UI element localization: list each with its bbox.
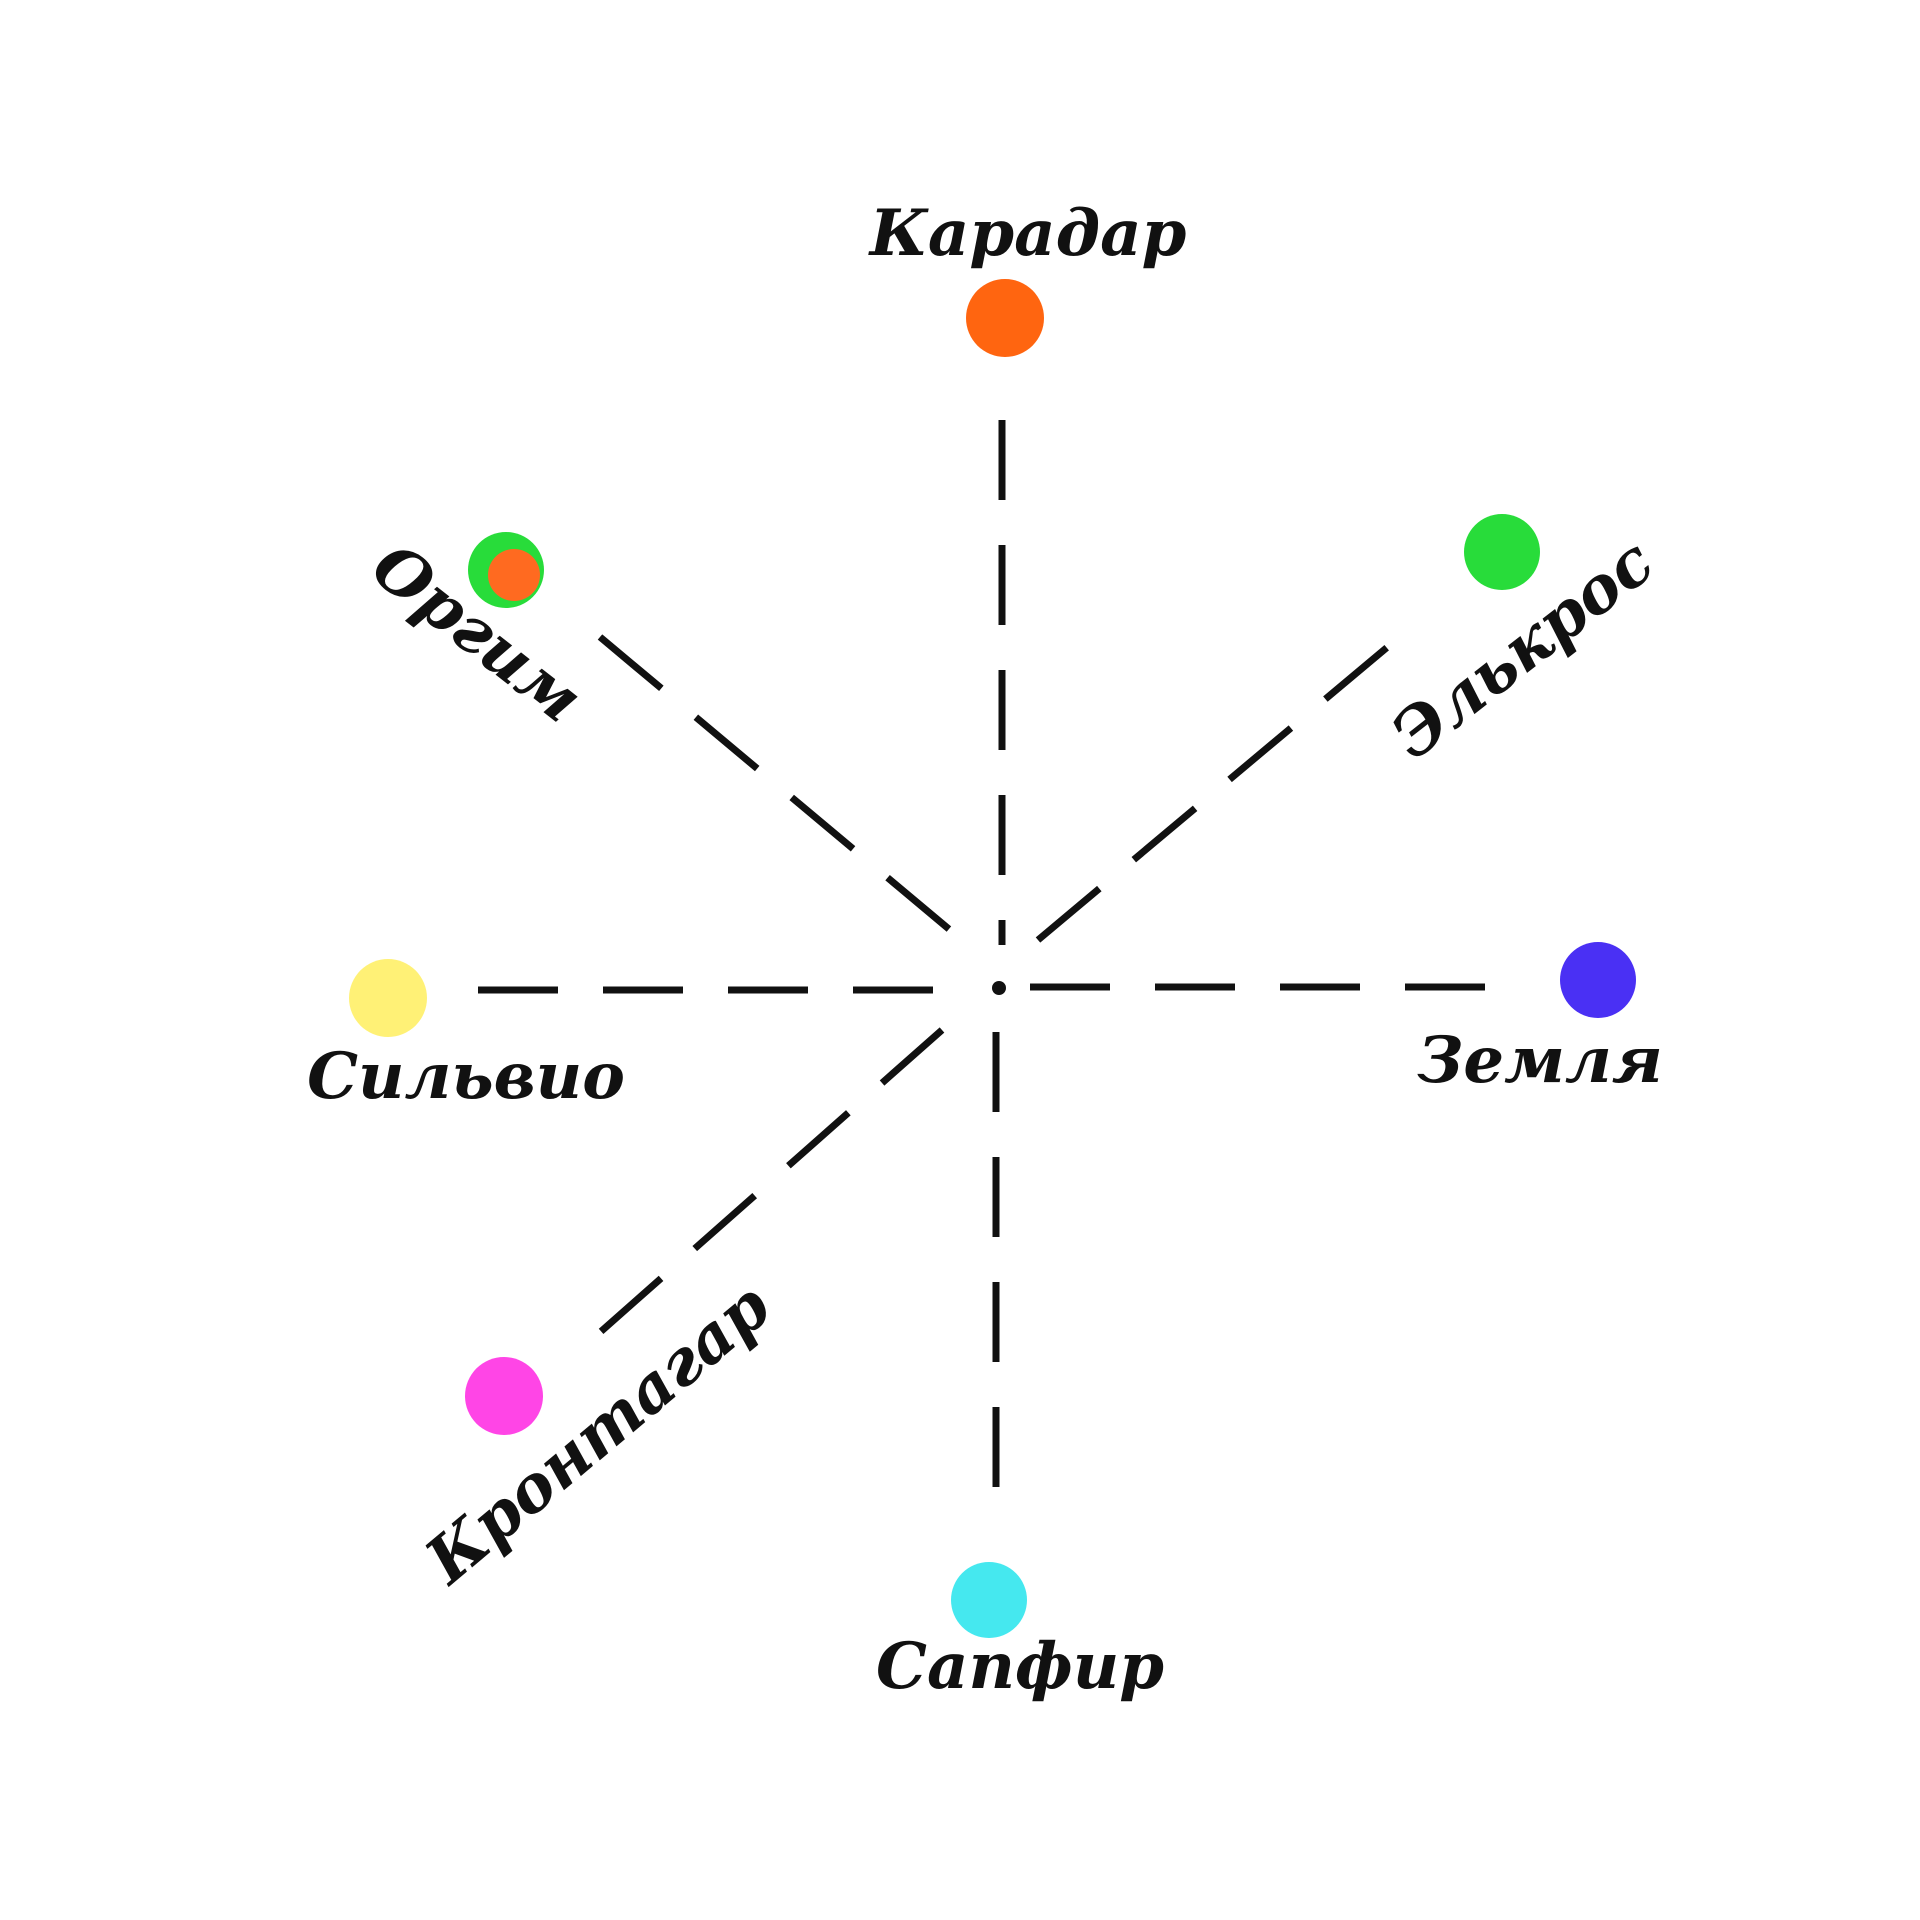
krontagar-dot (465, 1357, 543, 1435)
axis-elkros (1035, 621, 1418, 943)
zemlya-label: Земля (1417, 1023, 1663, 1098)
zemlya-dot (1560, 942, 1636, 1018)
krontagar-label: Кронтагар (410, 1269, 784, 1600)
center-dot (992, 981, 1006, 995)
karadar-label: Карадар (868, 196, 1187, 271)
axis-krontagar (577, 1027, 945, 1353)
silvio-dot (349, 959, 427, 1037)
axis-orgim (597, 634, 971, 948)
silvio-label: Сильвио (307, 1039, 625, 1114)
node-orgim: Оргим (358, 528, 596, 737)
karadar-dot (966, 279, 1044, 357)
node-krontagar: Кронтагар (410, 1269, 784, 1600)
node-karadar: Карадар (868, 196, 1187, 357)
node-sapfir: Сапфир (876, 1562, 1164, 1704)
elkros-dot (1464, 514, 1540, 590)
node-silvio: Сильвио (307, 959, 625, 1114)
sapfir-label: Сапфир (876, 1629, 1164, 1704)
node-zemlya: Земля (1417, 942, 1663, 1098)
axes (478, 420, 1512, 1512)
node-elkros: Элькрос (1378, 514, 1668, 774)
sapfir-dot (951, 1562, 1027, 1638)
orgim-inner-dot (488, 549, 540, 601)
